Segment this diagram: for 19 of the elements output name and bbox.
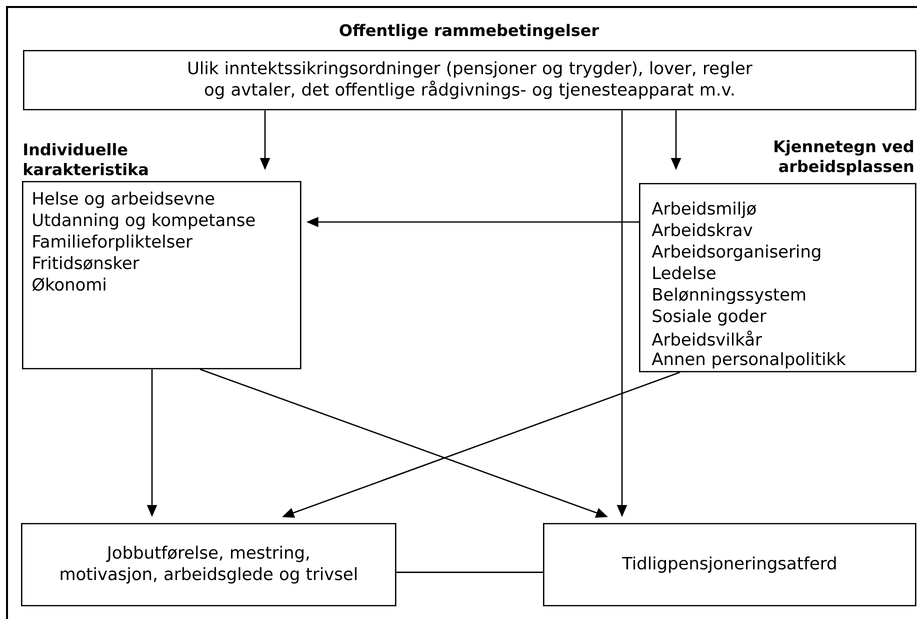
- box-text: Jobbutførelse, mestring, motivasjon, arbeidsglede og trivsel: [60, 546, 356, 584]
- list-item: Belønningssystem: [653, 288, 806, 304]
- list-item: Arbeidskrav: [652, 223, 752, 236]
- list-item: Helse og arbeidsevne: [33, 192, 214, 208]
- list-item: Arbeidsorganisering: [652, 244, 820, 262]
- list-item: Ledelse: [653, 266, 716, 280]
- box-text: Tidligpensjoneringsatferd: [622, 556, 836, 573]
- list-item: Arbeidsvilkår: [652, 330, 762, 346]
- list-item: Utdanning og kompetanse: [33, 213, 255, 230]
- list-item: Familieforpliktelser: [33, 234, 192, 252]
- body-text: Ulik inntektssikringsordninger (pensjoner og trygder), lover, regler og avtaler, det offentlige rådgivnings- og tjenesteapparat m.v.: [188, 61, 752, 100]
- heading: Kjennetegn ved arbeidsplassen: [774, 140, 914, 176]
- list-item: Annen personalpolitikk: [652, 352, 846, 369]
- list-item: Fritidsønsker: [33, 256, 140, 270]
- list-item: Sosiale goder: [652, 309, 766, 326]
- list-item: Arbeidsmiljø: [652, 202, 756, 218]
- list-item: Økonomi: [32, 278, 106, 292]
- heading: Offentlige rammebetingelser: [340, 24, 599, 40]
- heading: Individuelle karakteristika: [24, 143, 148, 176]
